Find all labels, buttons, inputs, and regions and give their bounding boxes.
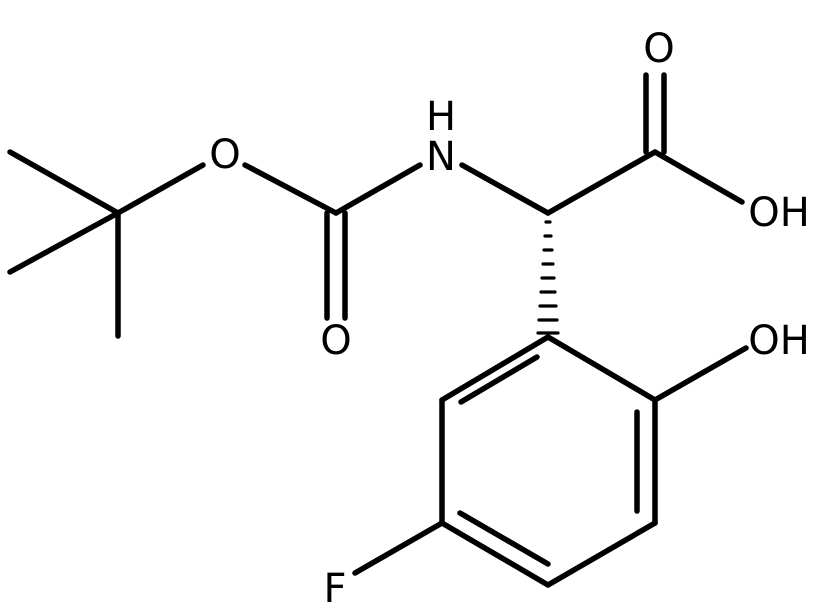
ring-bond-c6-c1 <box>439 334 551 403</box>
bond-tbu-methyl-left <box>7 210 121 275</box>
atom-carbonyl-oxygen: O <box>643 26 674 72</box>
bond-tbu-methyl-top <box>7 149 121 216</box>
bond-ring-phenol-o <box>652 345 749 403</box>
atom-amide-nitrogen: N <box>426 134 456 180</box>
bond-alpha-c-acid-c <box>545 149 658 216</box>
ring-bond-c3-c4 <box>545 520 658 588</box>
bond-acid-c-oh <box>652 149 745 205</box>
ring-inner-bond-c1-c6 <box>458 354 540 405</box>
bond-n-alpha-c <box>459 162 551 216</box>
atom-amide-hydrogen: H <box>426 94 456 140</box>
ring-inner-bond-c4-c5 <box>457 510 551 567</box>
atom-acid-hydroxyl: OH <box>748 190 810 236</box>
atom-phenol-hydroxyl: OH <box>748 318 810 364</box>
atom-ester-oxygen: O <box>209 132 240 178</box>
bond-ester-o-carbonyl <box>242 162 339 216</box>
bond-ring-fluorine <box>352 520 445 576</box>
bond-carbamate-c-n <box>333 162 423 216</box>
atom-fluorine: F <box>323 566 346 612</box>
ring-bond-c4-c5 <box>439 520 551 588</box>
hashed-wedge-bond <box>536 220 560 335</box>
atom-carbamate-oxygen: O <box>320 318 351 364</box>
ring-bond-c1-c2 <box>545 334 658 403</box>
bond-tbu-ester-o <box>115 162 206 216</box>
